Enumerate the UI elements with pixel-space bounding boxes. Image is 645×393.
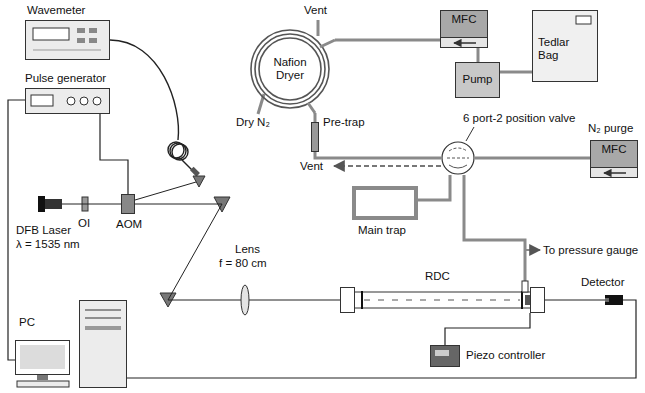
annotation-label: Dry N₂ (236, 116, 270, 129)
mass-flow-controller: MFC (440, 10, 488, 48)
focusing-lens: Lensf = 80 cm (241, 285, 249, 315)
mass-flow-controller: MFCN₂ purge (590, 140, 638, 178)
nafion-dryer-outline (250, 25, 335, 113)
vent-arrow (334, 165, 441, 167)
annotation-label: To pressure gauge (543, 244, 638, 257)
gas-line (464, 175, 525, 287)
gas-line (418, 175, 450, 200)
laser-beam (135, 204, 241, 300)
nafion-dryer: Nafion Dryer (250, 25, 335, 113)
node-label: λ = 1535 nm (16, 238, 80, 251)
node-label: MFC (590, 143, 638, 156)
gas-line (315, 152, 441, 158)
node-label: Lens (235, 243, 260, 256)
tedlar-bag: Tedlar Bag (532, 10, 598, 82)
main-trap-outline (352, 186, 418, 220)
prism (160, 176, 230, 307)
node-label: Wavemeter (27, 4, 85, 17)
signal-wire (445, 313, 530, 345)
aom-modulator-outline (121, 194, 135, 214)
ringdown-cell: RDC (340, 287, 545, 313)
leader-line (466, 127, 474, 141)
signal-wire (100, 114, 128, 194)
signal-wire (127, 300, 636, 378)
pickoff-beam (135, 182, 196, 200)
wavemeter: Wavemeter (25, 20, 110, 60)
node-label: MFC (440, 13, 488, 26)
node-label: PC (19, 316, 35, 329)
node-label: Pre-trap (323, 116, 365, 129)
laser-beam (545, 300, 605, 301)
six-port-valve-outline (441, 141, 475, 175)
dfb-laser-outline (38, 194, 62, 214)
computer-outline (15, 300, 127, 388)
gas-line (475, 157, 590, 160)
laser-beam (249, 300, 340, 301)
piezo-controller: Piezo controller (430, 345, 460, 367)
annotation-label: Vent (300, 160, 323, 173)
node-label: Pulse generator (25, 72, 106, 85)
node-label: Piezo controller (466, 349, 545, 362)
gas-line (335, 39, 440, 42)
annotation-label: OI (78, 217, 90, 230)
detector-outline (605, 293, 623, 307)
node-label: 6 port-2 position valve (463, 112, 576, 125)
node-label: Detector (581, 276, 624, 289)
gas-line (500, 71, 532, 74)
node-label: AOM (116, 218, 142, 231)
pulse-generator: Pulse generator (25, 88, 110, 114)
node-label: Pump (455, 73, 500, 86)
dfb-laser: DFB Laserλ = 1535 nm (38, 194, 62, 214)
computer: PC (15, 300, 127, 388)
laser-beam (62, 204, 121, 205)
node-label: Main trap (358, 224, 406, 237)
aom-modulator: AOM (121, 194, 135, 214)
gas-line (477, 48, 480, 62)
six-port-valve: 6 port-2 position valve (441, 141, 475, 175)
pre-trap: Pre-trap (311, 122, 319, 152)
focusing-lens-outline (241, 285, 249, 315)
piezo-controller-outline (430, 345, 460, 367)
detector: Detector (605, 293, 623, 307)
node-label: RDC (425, 270, 450, 283)
node-label: Tedlar Bag (538, 36, 592, 62)
annotation-label: Vent (304, 4, 327, 17)
wavemeter-outline (25, 20, 110, 60)
pre-trap-outline (311, 122, 319, 152)
main-trap: Main trap (352, 186, 418, 220)
gas-line (314, 113, 317, 122)
node-label: f = 80 cm (219, 257, 267, 270)
vent-tube (317, 20, 320, 36)
optical-fiber (110, 40, 194, 172)
node-label: Nafion Dryer (265, 56, 315, 82)
node-label: N₂ purge (588, 122, 633, 135)
fiber-collimator (190, 167, 200, 177)
pump: Pump (455, 62, 500, 98)
ringdown-cell-outline (340, 287, 545, 313)
node-label: DFB Laser (16, 224, 71, 237)
pressure-gauge-arrow (525, 249, 540, 251)
pulse-generator-outline (25, 88, 110, 114)
